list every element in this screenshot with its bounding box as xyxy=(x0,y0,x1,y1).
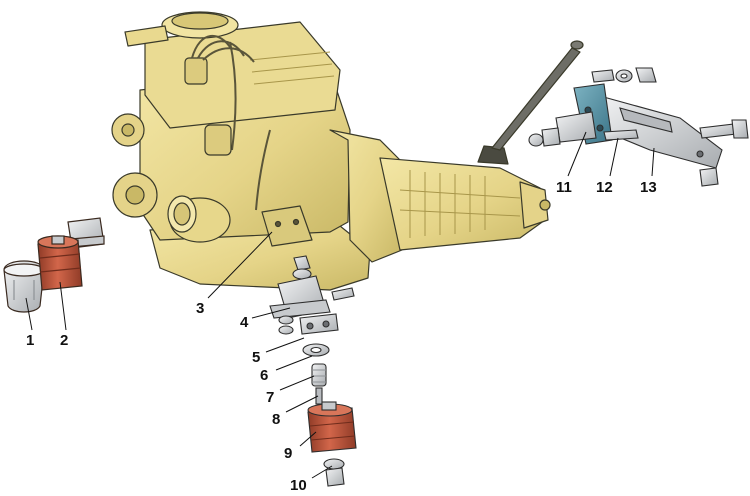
callout-5: 5 xyxy=(252,349,260,366)
callout-9: 9 xyxy=(284,445,292,462)
rear-bracket-lower xyxy=(299,313,339,335)
front-left-mount xyxy=(3,217,105,313)
nut-10 xyxy=(325,467,345,487)
callout-11: 11 xyxy=(556,179,572,196)
stud-8 xyxy=(315,387,323,405)
rear-bracket-bolt xyxy=(331,287,355,301)
side-plate xyxy=(555,111,597,143)
washer-10 xyxy=(323,458,345,470)
callout-10: 10 xyxy=(290,477,307,494)
callout-8: 8 xyxy=(272,411,280,428)
left-nut xyxy=(541,127,561,147)
top-bolt xyxy=(591,69,615,83)
bottom-nut xyxy=(699,167,719,187)
rear-mount-stack xyxy=(269,255,357,487)
gearbox-housing xyxy=(379,157,546,251)
gear-lever xyxy=(491,47,581,151)
spark-plug-wires xyxy=(191,34,255,151)
gearbox-ribs xyxy=(399,170,521,238)
mount-bolt-12 xyxy=(603,129,639,141)
gear-lever-knob xyxy=(570,40,584,50)
shift-boot xyxy=(477,145,509,165)
left-washer xyxy=(528,133,544,147)
callout-3: 3 xyxy=(196,300,204,317)
engine-mount-pad xyxy=(261,205,313,247)
air-filter-lid xyxy=(171,12,229,30)
engine-assembly xyxy=(111,11,584,291)
right-bolt xyxy=(699,123,737,139)
fuel-pump xyxy=(204,124,232,156)
spacer-7 xyxy=(311,363,327,387)
callout-2: 2 xyxy=(60,332,68,349)
dipstick-tube xyxy=(255,129,271,211)
callout-13: 13 xyxy=(640,179,657,196)
callout-12: 12 xyxy=(596,179,613,196)
callout-4: 4 xyxy=(240,314,249,331)
distributor xyxy=(184,57,208,85)
gearbox-tail xyxy=(519,181,549,229)
top-nut xyxy=(292,255,312,280)
valve-cover-ribs xyxy=(249,51,335,85)
intake-pipe xyxy=(124,25,169,47)
callout-labels: 1 2 3 4 5 6 7 8 9 10 11 12 13 xyxy=(26,179,657,494)
cylinder-head xyxy=(144,21,341,129)
callout-6: 6 xyxy=(260,367,268,384)
callout-1: 1 xyxy=(26,332,34,349)
oil-filter xyxy=(167,195,231,243)
leader-lines xyxy=(25,131,655,479)
crossmember-assembly xyxy=(528,67,749,187)
callout-7: 7 xyxy=(266,389,274,406)
top-nut-right xyxy=(635,67,657,83)
